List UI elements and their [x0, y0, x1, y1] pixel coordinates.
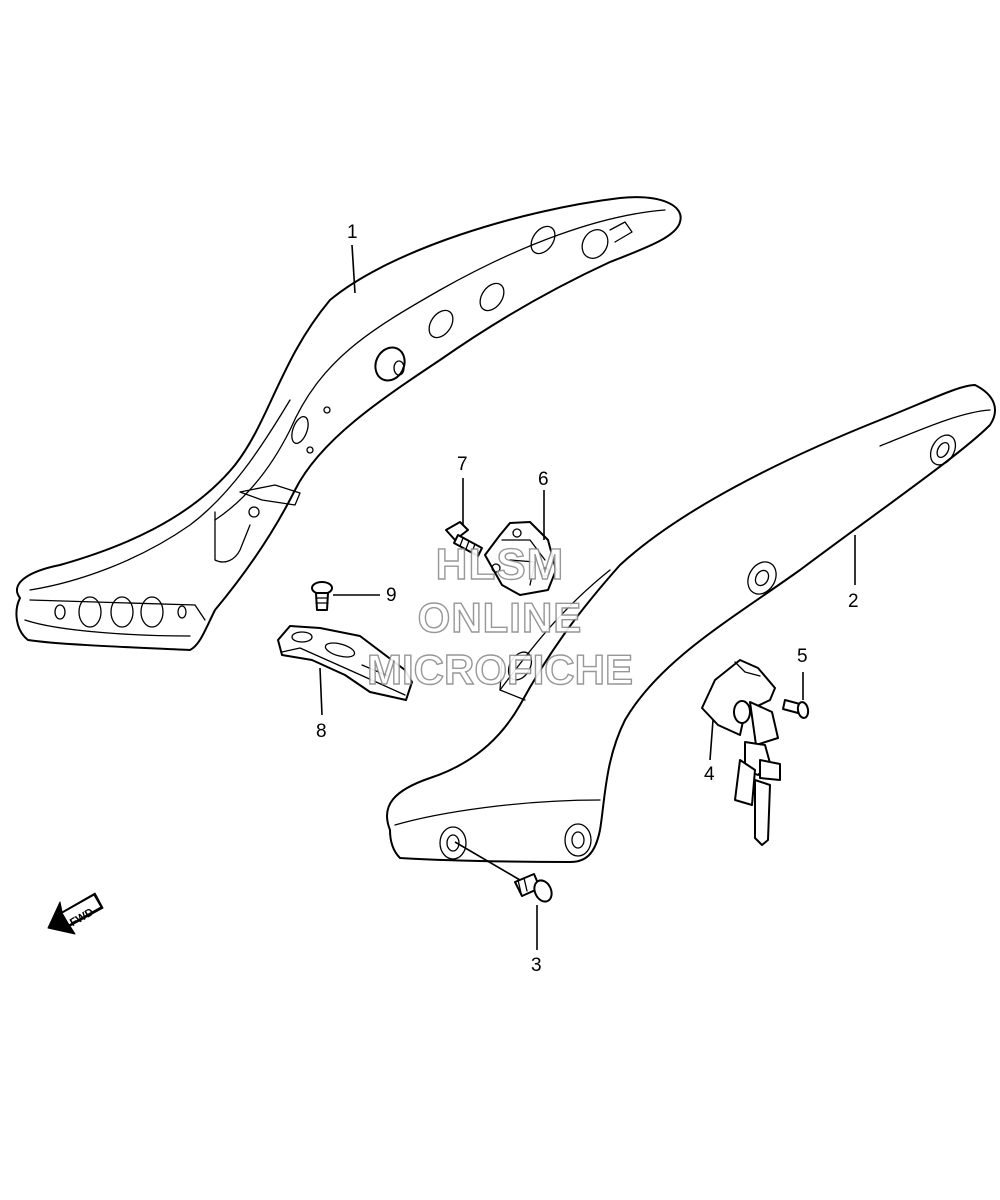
screw-part-9	[311, 581, 333, 611]
callout-9: 9	[386, 585, 397, 606]
callout-4: 4	[704, 764, 715, 785]
callout-2: 2	[848, 591, 859, 612]
screw-part-5	[782, 699, 810, 719]
clamp-plate-part-8	[277, 625, 413, 701]
callout-5: 5	[797, 646, 808, 667]
callout-6: 6	[538, 469, 549, 490]
bolt-part-3	[514, 873, 553, 903]
callout-1: 1	[347, 222, 358, 243]
bracket-part-6	[484, 521, 557, 596]
grab-rail-right	[385, 384, 996, 863]
lock-assembly-part-4	[701, 659, 781, 846]
bolt-part-7	[445, 521, 483, 557]
leader-lines	[319, 244, 856, 950]
fwd-arrow-icon: FWD	[47, 892, 104, 935]
callout-8: 8	[316, 721, 327, 742]
callout-7: 7	[457, 454, 468, 475]
callout-3: 3	[531, 955, 542, 976]
grab-rail-left	[15, 196, 682, 651]
